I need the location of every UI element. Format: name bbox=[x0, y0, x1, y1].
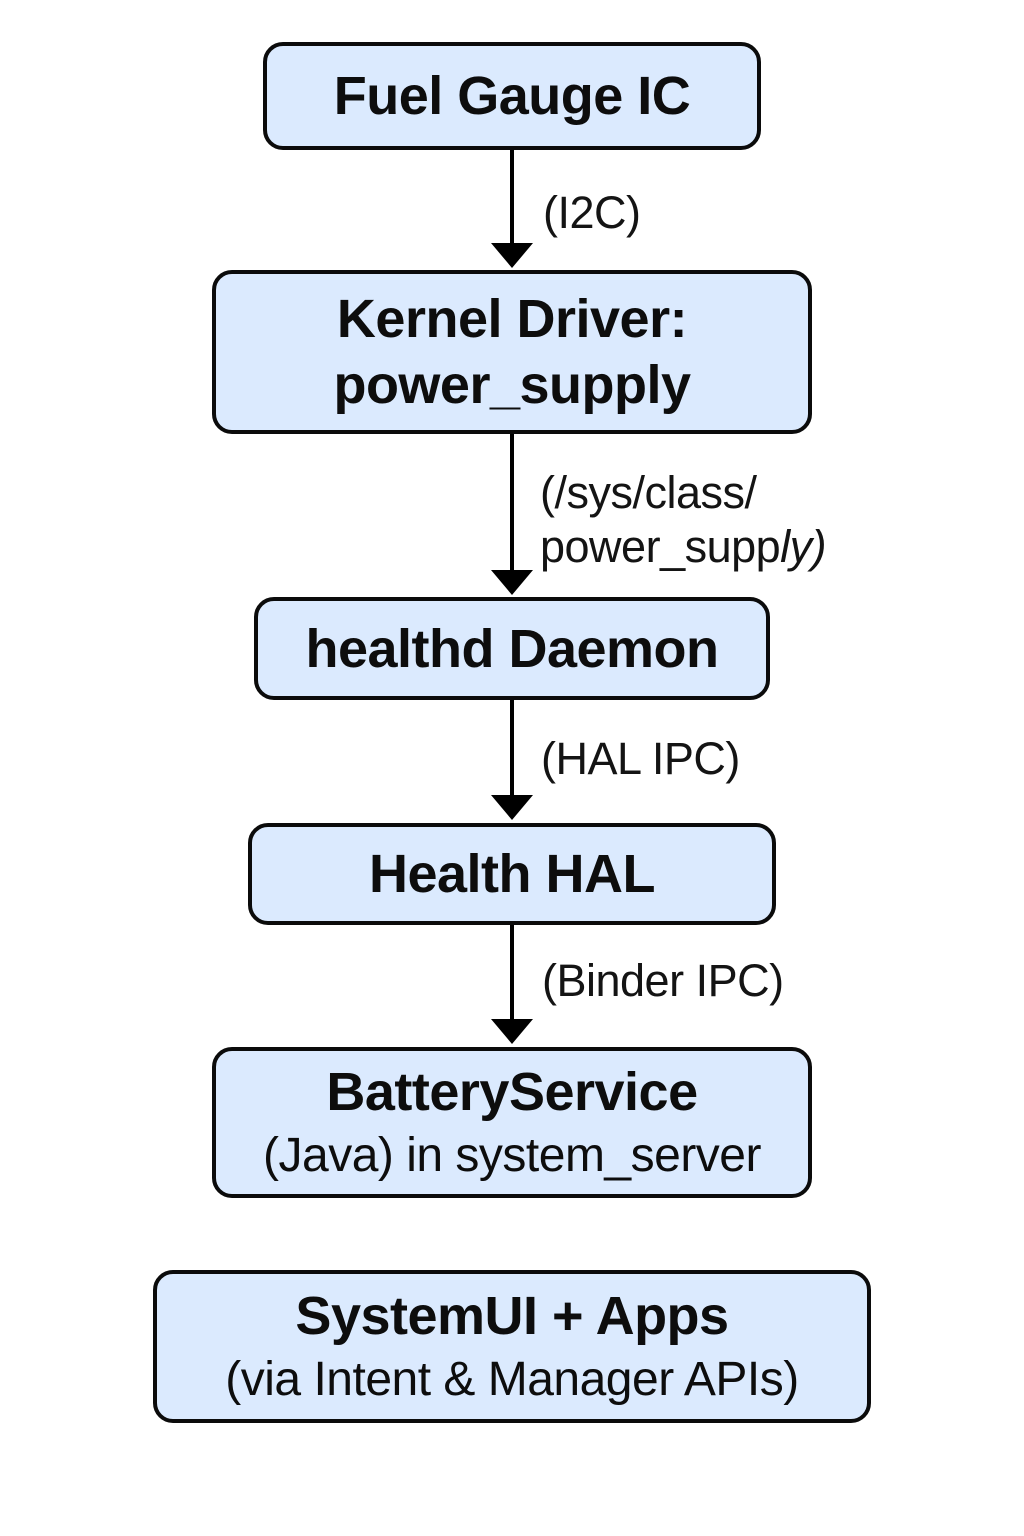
node-subtitle: (Java) in system_server bbox=[263, 1128, 761, 1182]
edge-label-hal-ipc: (HAL IPC) bbox=[541, 733, 740, 784]
arrow-hal-ipc bbox=[491, 700, 533, 820]
edge-label-sysfs-line1: (/sys/class/ bbox=[540, 467, 757, 518]
node-healthd-daemon: healthd Daemon bbox=[254, 597, 770, 700]
node-title: healthd Daemon bbox=[305, 618, 719, 679]
edge-label-sysfs: (/sys/class/ power_supply) bbox=[540, 466, 827, 574]
arrowhead-icon bbox=[491, 243, 533, 268]
arrow-sysfs bbox=[491, 432, 533, 595]
node-systemui-apps: SystemUI + Apps (via Intent & Manager AP… bbox=[153, 1270, 871, 1423]
node-title: Kernel Driver: bbox=[336, 289, 688, 349]
node-title: Health HAL bbox=[368, 844, 656, 904]
arrow-binder-ipc bbox=[491, 924, 533, 1044]
edge-label-i2c: (I2C) bbox=[543, 187, 641, 238]
node-title-line2: power_supply bbox=[333, 355, 691, 415]
node-title: BatteryService bbox=[326, 1061, 698, 1122]
edge-label-sysfs-line2: power_supply) bbox=[540, 521, 827, 572]
node-kernel-driver: Kernel Driver: power_supply bbox=[212, 270, 812, 434]
node-battery-service: BatteryService (Java) in system_server bbox=[212, 1047, 812, 1198]
arrowhead-icon bbox=[491, 1019, 533, 1044]
node-fuel-gauge-ic: Fuel Gauge IC bbox=[263, 42, 761, 150]
node-health-hal: Health HAL bbox=[248, 823, 776, 925]
node-subtitle: (via Intent & Manager APIs) bbox=[225, 1352, 799, 1406]
node-title: SystemUI + Apps bbox=[295, 1285, 729, 1346]
arrowhead-icon bbox=[491, 795, 533, 820]
node-title: Fuel Gauge IC bbox=[333, 66, 691, 126]
arrowhead-icon bbox=[491, 570, 533, 595]
arrow-i2c bbox=[491, 148, 533, 268]
edge-label-binder-ipc: (Binder IPC) bbox=[542, 955, 784, 1006]
